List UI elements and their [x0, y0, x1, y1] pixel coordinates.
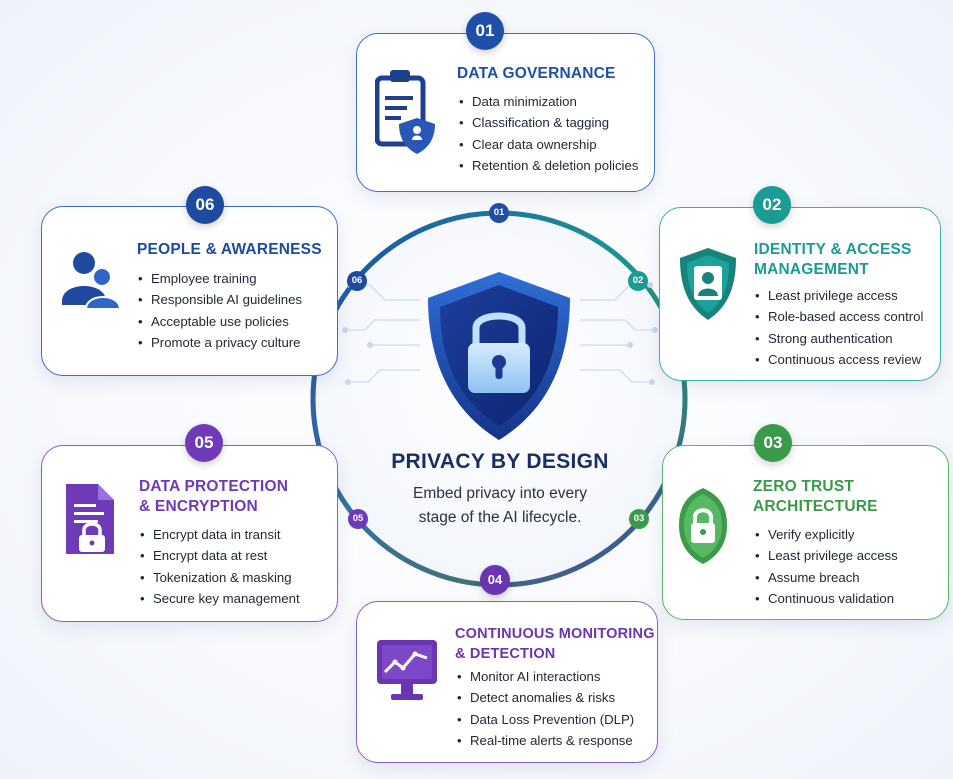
list-item: Classification & tagging — [459, 112, 638, 134]
list-item: Data Loss Prevention (DLP) — [457, 709, 634, 731]
list-item: Employee training — [138, 268, 302, 290]
list-item: Acceptable use policies — [138, 311, 302, 333]
card-list: Employee training Responsible AI guideli… — [138, 268, 302, 353]
user-shield-icon — [680, 248, 736, 320]
card-people-awareness: PEOPLE & AWARENESS Employee training Res… — [41, 206, 338, 376]
ring-node-05: 05 — [348, 509, 368, 529]
list-item: Monitor AI interactions — [457, 666, 634, 688]
center-title: PRIVACY BY DESIGN — [391, 450, 609, 473]
center-subtitle: Embed privacy into every stage of the AI… — [355, 482, 645, 530]
card-zero-trust: ZERO TRUST ARCHITECTURE Verify explicitl… — [662, 445, 949, 620]
ring-node-02: 02 — [628, 271, 648, 291]
card-title-line1: CONTINUOUS MONITORING — [455, 626, 655, 642]
center-subtitle-line2: stage of the AI lifecycle. — [418, 509, 582, 526]
step-badge-04: 04 — [480, 565, 510, 595]
shield-lock-icon — [428, 272, 570, 440]
list-item: Continuous validation — [755, 588, 898, 610]
list-item: Responsible AI guidelines — [138, 289, 302, 311]
card-list: Data minimization Classification & taggi… — [459, 91, 638, 176]
list-item: Detect anomalies & risks — [457, 687, 634, 709]
card-title: PEOPLE & AWARENESS — [137, 241, 322, 258]
card-list: Verify explicitly Least privilege access… — [755, 524, 898, 609]
list-item: Verify explicitly — [755, 524, 898, 546]
list-item: Real-time alerts & response — [457, 730, 634, 752]
card-identity-access: IDENTITY & ACCESS MANAGEMENT Least privi… — [659, 207, 941, 381]
card-list: Encrypt data in transit Encrypt data at … — [140, 524, 300, 609]
list-item: Data minimization — [459, 91, 638, 113]
list-item: Least privilege access — [755, 285, 923, 307]
card-data-protection: DATA PROTECTION & ENCRYPTION Encrypt dat… — [41, 445, 338, 622]
monitor-chart-icon — [377, 640, 437, 700]
list-item: Encrypt data in transit — [140, 524, 300, 546]
card-title-line2: & DETECTION — [455, 646, 556, 662]
list-item: Tokenization & masking — [140, 567, 300, 589]
step-badge-03: 03 — [754, 424, 792, 462]
ring-node-01: 01 — [489, 203, 509, 223]
list-item: Secure key management — [140, 588, 300, 610]
list-item: Promote a privacy culture — [138, 332, 302, 354]
list-item: Clear data ownership — [459, 134, 638, 156]
list-item: Assume breach — [755, 567, 898, 589]
card-title-line2: & ENCRYPTION — [139, 498, 258, 515]
list-item: Continuous access review — [755, 349, 923, 371]
card-title-line1: IDENTITY & ACCESS — [754, 241, 912, 258]
card-list: Least privilege access Role-based access… — [755, 285, 923, 370]
ring-node-03: 03 — [629, 509, 649, 529]
list-item: Least privilege access — [755, 545, 898, 567]
list-item: Encrypt data at rest — [140, 545, 300, 567]
step-badge-01: 01 — [466, 12, 504, 50]
card-title-line2: ARCHITECTURE — [753, 498, 878, 515]
list-item: Retention & deletion policies — [459, 155, 638, 177]
card-title: ZERO TRUST ARCHITECTURE — [753, 477, 878, 517]
card-title-line1: DATA PROTECTION — [139, 478, 289, 495]
ring-node-06: 06 — [347, 271, 367, 291]
card-title: CONTINUOUS MONITORING & DETECTION — [455, 624, 655, 664]
card-data-governance: DATA GOVERNANCE Data minimization Classi… — [356, 33, 655, 192]
list-item: Strong authentication — [755, 328, 923, 350]
people-icon — [62, 252, 122, 310]
clipboard-shield-icon — [375, 70, 435, 154]
step-badge-02: 02 — [753, 186, 791, 224]
card-title: IDENTITY & ACCESS MANAGEMENT — [754, 240, 912, 280]
document-lock-icon — [66, 484, 114, 554]
list-item: Role-based access control — [755, 306, 923, 328]
card-continuous-monitoring: CONTINUOUS MONITORING & DETECTION Monito… — [356, 601, 658, 763]
lock-shield-icon — [679, 488, 727, 564]
card-title-line2: MANAGEMENT — [754, 261, 869, 278]
center-subtitle-line1: Embed privacy into every — [412, 485, 588, 502]
card-title: DATA PROTECTION & ENCRYPTION — [139, 477, 288, 517]
card-title-line1: ZERO TRUST — [753, 478, 855, 495]
card-title: DATA GOVERNANCE — [457, 65, 616, 82]
step-badge-06: 06 — [186, 186, 224, 224]
step-badge-05: 05 — [185, 424, 223, 462]
card-list: Monitor AI interactions Detect anomalies… — [457, 666, 634, 751]
